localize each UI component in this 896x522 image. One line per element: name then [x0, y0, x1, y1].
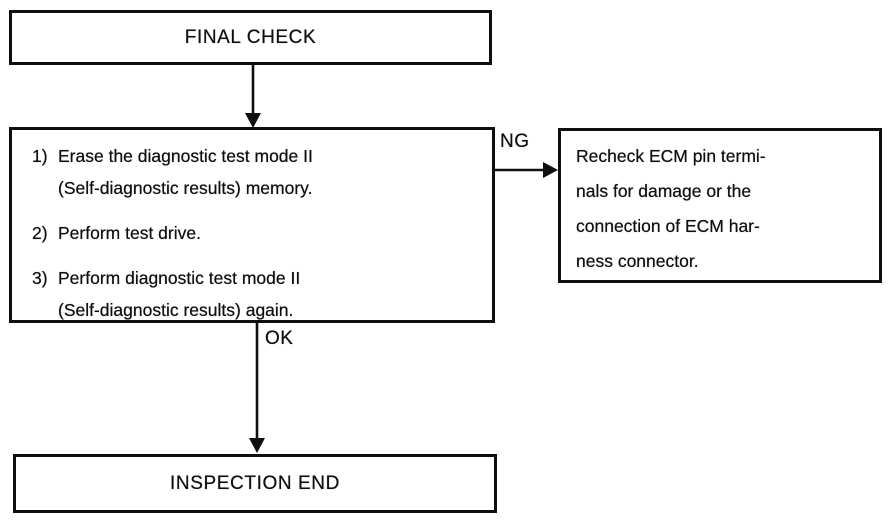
recheck-text: Recheck ECM pin termi- nals for damage o… [576, 146, 766, 271]
final-check-label: FINAL CHECK [184, 26, 317, 48]
arrow-final-to-procedure-head [245, 113, 261, 128]
procedure-step-number: 2) [32, 223, 48, 243]
procedure-step: 1) Erase the diagnostic test mode II (Se… [32, 140, 482, 204]
node-final-check: FINAL CHECK [9, 10, 492, 65]
arrow-ng-head [543, 162, 558, 178]
node-recheck: Recheck ECM pin termi- nals for damage o… [558, 128, 882, 283]
inspection-end-label: INSPECTION END [170, 472, 340, 494]
procedure-step: 3) Perform diagnostic test mode II (Self… [32, 262, 482, 326]
arrow-ok-head [249, 438, 265, 453]
procedure-step-number: 3) [32, 268, 48, 288]
node-inspection-end: INSPECTION END [13, 454, 497, 513]
procedure-step-text: Perform test drive. [58, 223, 201, 243]
edge-label-ng: NG [500, 131, 530, 152]
procedure-step-text: Perform diagnostic test mode II (Self-di… [58, 268, 301, 320]
procedure-step-number: 1) [32, 146, 48, 166]
node-procedure: 1) Erase the diagnostic test mode II (Se… [9, 127, 495, 323]
procedure-step: 2) Perform test drive. [32, 217, 482, 249]
procedure-step-text: Erase the diagnostic test mode II (Self-… [58, 146, 313, 198]
edge-label-ok: OK [265, 328, 294, 349]
